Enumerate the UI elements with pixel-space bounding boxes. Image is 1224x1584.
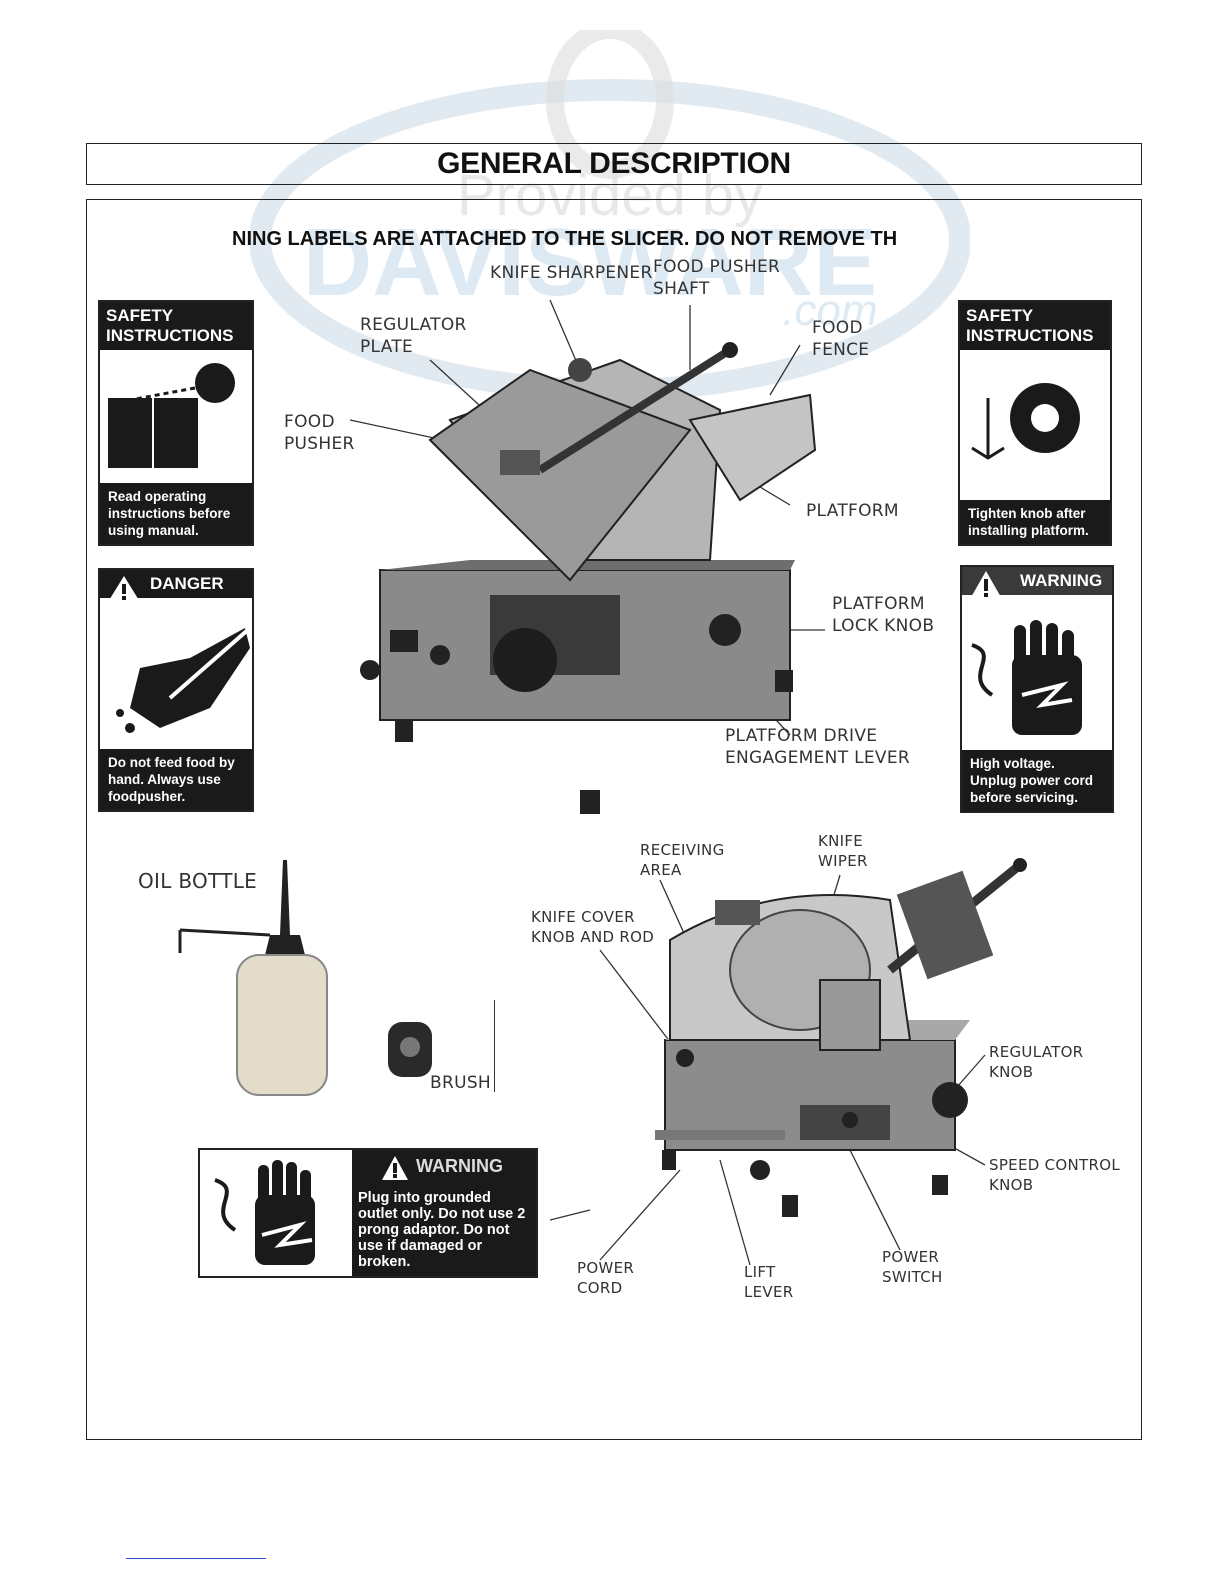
callout-power-cord: POWER CORD	[577, 1258, 647, 1298]
safety-label-right-text: Tighten knob after installing platform.	[960, 500, 1110, 544]
danger-label: DANGER Do not feed food by hand. Always …	[98, 568, 254, 812]
page-title: GENERAL DESCRIPTION	[87, 144, 1141, 184]
danger-label-text: Do not feed food by hand. Always use foo…	[100, 749, 252, 810]
high-voltage-hand-icon	[962, 615, 1112, 745]
warning-label-bottom-text: Plug into grounded outlet only. Do not u…	[358, 1190, 530, 1270]
safety-label-left: SAFETY INSTRUCTIONS Read operating instr…	[98, 300, 254, 546]
knob-tighten-icon	[960, 358, 1110, 478]
callout-food-fence: FOOD FENCE	[812, 317, 892, 361]
oil-bottle-illustration	[175, 855, 335, 1100]
hand-cut-icon	[100, 618, 252, 748]
callout-knife-wiper: KNIFE WIPER	[818, 831, 888, 871]
callout-lift-lever: LIFT LEVER	[744, 1262, 804, 1302]
callout-platform-lock-knob: PLATFORM LOCK KNOB	[832, 593, 942, 637]
footer-link-underline[interactable]	[126, 1557, 266, 1559]
warning-notice: NING LABELS ARE ATTACHED TO THE SLICER. …	[232, 228, 897, 251]
warning-label-bottom-heading: WARNING	[416, 1156, 503, 1177]
callout-knife-sharpener: KNIFE SHARPENER	[490, 262, 653, 284]
callout-food-pusher: FOOD PUSHER	[284, 411, 374, 455]
safety-label-left-heading: SAFETY INSTRUCTIONS	[100, 302, 252, 350]
callout-regulator-plate: REGULATOR PLATE	[360, 314, 490, 358]
callout-regulator-knob: REGULATOR KNOB	[989, 1042, 1099, 1082]
warning-triangle-icon	[968, 569, 1004, 601]
safety-label-right: SAFETY INSTRUCTIONS Tighten knob after i…	[958, 300, 1112, 546]
manual-reading-icon	[100, 358, 252, 478]
brush-divider	[494, 1000, 495, 1092]
grounded-outlet-hand-icon	[200, 1150, 350, 1276]
callout-speed-control-knob: SPEED CONTROL KNOB	[989, 1155, 1124, 1195]
brush-label: BRUSH	[430, 1072, 491, 1094]
warning-label-bottom: WARNING Plug into grounded outlet only. …	[198, 1148, 538, 1278]
callout-knife-cover-knob: KNIFE COVER KNOB AND ROD	[531, 907, 661, 947]
warning-label-right: WARNING High voltage. Unplug power cord …	[960, 565, 1114, 813]
callout-platform-drive-lever: PLATFORM DRIVE ENGAGEMENT LEVER	[725, 725, 935, 769]
callout-food-pusher-shaft: FOOD PUSHER SHAFT	[653, 256, 803, 300]
safety-label-left-text: Read operating instructions before using…	[100, 483, 252, 544]
warning-label-bottom-panel: WARNING Plug into grounded outlet only. …	[352, 1150, 536, 1276]
danger-triangle-icon	[106, 574, 142, 604]
callout-power-switch: POWER SWITCH	[882, 1247, 952, 1287]
callout-receiving-area: RECEIVING AREA	[640, 840, 740, 880]
callout-platform: PLATFORM	[806, 500, 899, 522]
warning-triangle-icon	[380, 1154, 410, 1182]
warning-label-right-text: High voltage. Unplug power cord before s…	[962, 750, 1112, 811]
safety-label-right-heading: SAFETY INSTRUCTIONS	[960, 302, 1110, 350]
title-box: GENERAL DESCRIPTION	[86, 143, 1142, 185]
